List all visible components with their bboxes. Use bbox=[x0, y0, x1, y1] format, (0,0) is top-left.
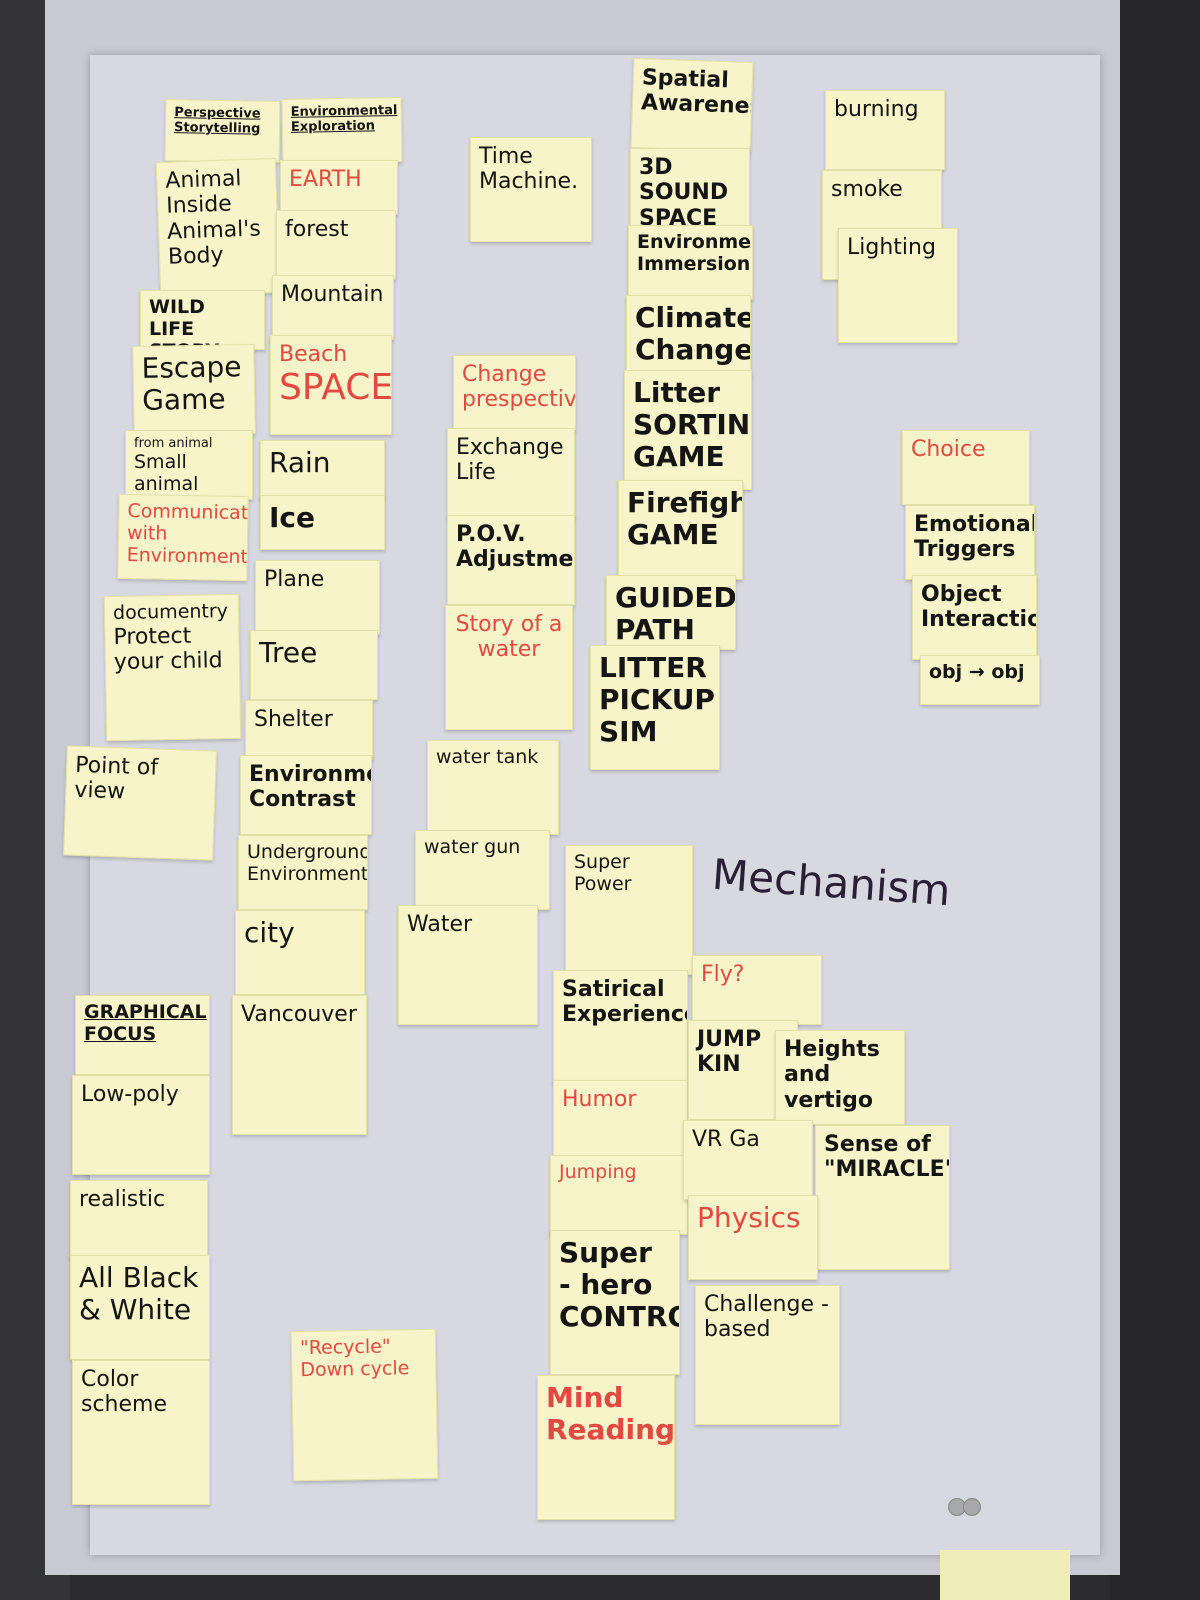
note-escape-game: Escape Game bbox=[132, 343, 256, 437]
environmental-exploration-heading: Environmental Exploration bbox=[281, 96, 403, 165]
note-humor: Humor bbox=[553, 1080, 688, 1160]
note-pov-adjustment: P.O.V. Adjustment bbox=[447, 515, 575, 605]
note-mountain: Mountain bbox=[272, 275, 394, 340]
note-firefighting-game: Firefighting GAME bbox=[618, 480, 743, 580]
floor-right bbox=[1110, 0, 1200, 1600]
note-beach-space: Beach SPACE bbox=[270, 335, 392, 435]
note-water-tank: water tank bbox=[427, 740, 559, 835]
note-point-of-view: Point of view bbox=[63, 745, 217, 861]
note-satirical-experience: Satirical Experience bbox=[553, 970, 688, 1085]
note-water: Water bbox=[398, 905, 538, 1025]
note-choice: Choice bbox=[902, 430, 1030, 505]
note-mind-reading: Mind Reading bbox=[537, 1375, 675, 1520]
note-city: city bbox=[235, 910, 365, 995]
note-lighting: Lighting bbox=[838, 228, 958, 343]
note-object-interaction: Object Interaction bbox=[912, 575, 1037, 660]
note-challenge-based: Challenge - based bbox=[695, 1285, 840, 1425]
note-guided-path: GUIDED PATH bbox=[606, 575, 736, 650]
note-all-black-white: All Black & White bbox=[70, 1255, 210, 1360]
note-rain: Rain bbox=[260, 440, 385, 500]
note-environment-contrast: Environment Contrast bbox=[240, 755, 372, 835]
note-vancouver: Vancouver bbox=[232, 995, 367, 1135]
note-animal-inside-body: Animal Inside Animal's Body bbox=[155, 157, 281, 298]
note-litter-pickup-sim: LITTER PICKUP SIM bbox=[590, 645, 720, 770]
perspective-storytelling-heading: Perspective Storytelling bbox=[164, 99, 281, 163]
note-environment-immersion: Environment Immersion bbox=[628, 225, 753, 300]
note-super-power: Super Power bbox=[565, 845, 693, 975]
note-change-perspective: Change prespective bbox=[453, 355, 576, 430]
note-plane: Plane bbox=[255, 560, 380, 635]
note-water-gun: water gun bbox=[415, 830, 550, 910]
note-small-animal-perspective: from animal Small animal perspective bbox=[125, 430, 253, 500]
note-time-machine: Time Machine. bbox=[470, 137, 592, 242]
note-exchange-life: Exchange Life bbox=[447, 428, 575, 518]
note-fly: Fly? bbox=[692, 955, 822, 1025]
note-sense-of-miracle: Sense of "MIRACLE" bbox=[815, 1125, 950, 1270]
note-ice: Ice bbox=[260, 495, 385, 550]
note-spatial-awareness: Spatial Awareness bbox=[630, 57, 754, 153]
note-jumping: Jumping bbox=[550, 1155, 688, 1235]
note-shelter: Shelter bbox=[245, 700, 373, 760]
note-3d-sound-space: 3D SOUND SPACE bbox=[630, 148, 750, 233]
note-wildlife-story: WILD LIFE STORY bbox=[140, 290, 265, 350]
note-tree: Tree bbox=[250, 630, 378, 700]
note-climate-change: Climate Change bbox=[626, 295, 751, 380]
note-vr-game: VR Ga bbox=[683, 1120, 813, 1200]
pushpin bbox=[963, 1498, 981, 1516]
note-physics: Physics bbox=[688, 1195, 818, 1280]
note-underground-environment: Underground Environment bbox=[238, 835, 368, 910]
note-forest: forest bbox=[276, 210, 396, 280]
note-communicate-environment: Communicate with Environment bbox=[117, 493, 249, 582]
note-obj-to-obj: obj → obj bbox=[920, 655, 1040, 705]
note-documentry-protect-child: documentry Protect your child bbox=[103, 593, 242, 742]
note-low-poly: Low-poly bbox=[72, 1075, 210, 1175]
note-superhero-control: Super - hero CONTROL bbox=[550, 1230, 680, 1375]
note-color-scheme: Color scheme bbox=[72, 1360, 210, 1505]
note-burning: burning bbox=[825, 90, 945, 170]
note-earth: EARTH bbox=[280, 160, 398, 215]
graphical-focus-heading: GRAPHICAL FOCUS bbox=[75, 995, 210, 1075]
stray-sticky-note bbox=[940, 1550, 1070, 1600]
note-realistic: realistic bbox=[70, 1180, 208, 1260]
note-heights-vertigo: Heights and vertigo bbox=[775, 1030, 905, 1125]
note-story-of-water: Story of a water bbox=[445, 605, 573, 730]
note-recycle-down-cycle: "Recycle" Down cycle bbox=[290, 1328, 439, 1482]
note-emotional-triggers: Emotional Triggers bbox=[905, 505, 1035, 580]
